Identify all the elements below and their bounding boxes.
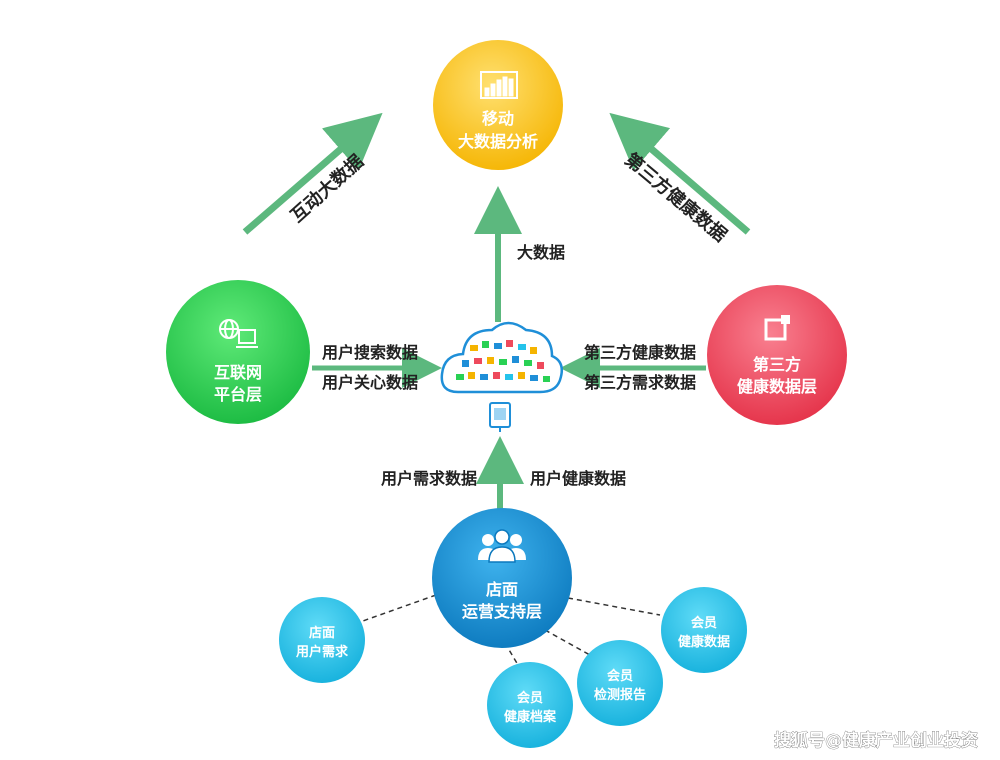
label-third-party-demand-data: 第三方需求数据 [584,373,696,392]
node-member-report-line1: 会员 [607,668,633,684]
label-user-demand-data: 用户需求数据 [381,469,477,488]
arrow-internet-to-analysis [242,112,383,235]
node-member-health: 会员 健康数据 [661,587,747,673]
node-store-demand-line1: 店面 [309,625,335,641]
label-big-data: 大数据 [517,243,565,262]
node-mobile-analysis: 移动 大数据分析 [428,35,568,175]
node-store-demand: 店面 用户需求 [279,597,365,683]
computer-globe-icon [219,319,258,348]
node-mobile-analysis-line2: 大数据分析 [458,132,538,151]
label-third-party-health-data-diag: 第三方健康数据 [621,148,732,246]
node-member-records-line1: 会员 [517,690,543,706]
connector-member-report [544,629,591,656]
cloud-data-dots [456,340,550,382]
node-internet-platform-line2: 平台层 [214,385,262,404]
node-member-health-line2: 健康数据 [678,634,730,650]
node-internet-platform: 互联网 平台层 [166,280,310,424]
node-member-records-line2: 健康档案 [504,709,557,725]
tablet-icon [489,402,511,432]
watermark: 搜狐号@健康产业创业投资 [774,730,978,751]
cloud-data-icon [440,321,563,432]
bar-chart-icon [480,71,518,99]
node-member-report: 会员 检测报告 [577,640,663,726]
node-store-ops: 店面 运营支持层 [432,508,572,648]
node-store-ops-line2: 运营支持层 [462,602,542,621]
label-user-care-data: 用户关心数据 [322,373,418,392]
label-third-party-health-data: 第三方健康数据 [584,343,696,362]
connector-member-health [567,597,661,616]
document-icon [764,315,790,341]
node-member-health-line1: 会员 [691,615,717,631]
node-member-report-line2: 检测报告 [594,687,646,703]
connector-store-demand [359,594,437,623]
node-mobile-analysis-line1: 移动 [482,109,514,128]
arrow-third-to-analysis [609,112,751,235]
node-third-party-line1: 第三方 [753,355,801,374]
node-third-party: 第三方 健康数据层 [707,285,847,425]
node-store-demand-line2: 用户需求 [295,644,349,660]
people-icon [478,529,526,563]
node-third-party-line2: 健康数据层 [737,377,817,396]
node-store-ops-line1: 店面 [486,580,518,599]
arrows [242,112,751,510]
label-user-health-data: 用户健康数据 [530,469,626,488]
label-user-search-data: 用户搜索数据 [322,343,418,362]
node-internet-platform-line1: 互联网 [214,363,262,382]
node-member-records: 会员 健康档案 [487,662,573,748]
